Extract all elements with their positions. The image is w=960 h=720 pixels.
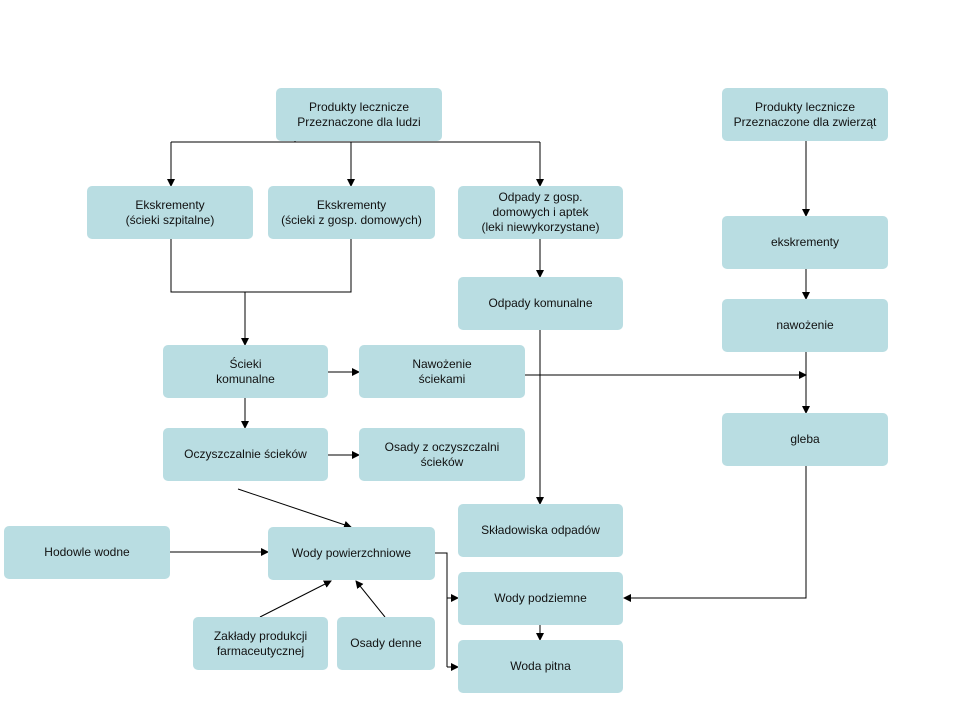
edge-wwtp-to-surface (237, 488, 352, 529)
node-animal-excrements-label: ekskrementy (770, 235, 840, 249)
node-pharma-plants-label: Zakłady produkcji farmaceutycznej (213, 628, 308, 658)
node-wwtp-label: Oczyszczalnie ścieków (184, 447, 307, 461)
node-surface-water: Wody powierzchniowe (268, 527, 435, 580)
edge-human-bus (171, 141, 540, 143)
node-surface-water-label: Wody powierzchniowe (291, 546, 412, 560)
node-excr-hospital: Ekskrementy (ścieki szpitalne) (87, 186, 253, 239)
node-wwtp-sludge-label: Osady z oczyszczalni ścieków (384, 439, 500, 469)
node-human-products: Produkty lecznicze Przeznaczone dla ludz… (276, 88, 442, 141)
node-soil: gleba (722, 413, 888, 466)
node-wwtp-sludge: Osady z oczyszczalni ścieków (359, 428, 525, 481)
node-excr-hospital-label: Ekskrementy (ścieki szpitalne) (125, 197, 215, 227)
node-sewage-fertilizing: Nawożenie ściekami (359, 345, 525, 398)
node-aquaculture-label: Hodowle wodne (44, 545, 130, 559)
edge-excr-hosp-down (170, 239, 352, 293)
node-bottom-sediments: Osady denne (337, 617, 435, 670)
edge-soil-to-ground (623, 466, 807, 602)
node-excr-household-label: Ekskrementy (ścieki z gosp. domowych) (281, 197, 422, 227)
node-animal-products-label: Produkty lecznicze Przeznaczone dla zwie… (733, 99, 877, 129)
node-drinking-water: Woda pitna (458, 640, 623, 693)
node-wwtp: Oczyszczalnie ścieków (163, 428, 328, 481)
node-human-products-label: Produkty lecznicze Przeznaczone dla ludz… (297, 99, 421, 129)
node-municipal-waste: Odpady komunalne (458, 277, 623, 330)
edge-surface-split (435, 552, 448, 667)
node-municipal-sewage: Ścieki komunalne (163, 345, 328, 398)
node-fertilizing: nawożenie (722, 299, 888, 352)
node-fertilizing-label: nawożenie (776, 318, 834, 332)
node-ground-water-label: Wody podziemne (494, 591, 587, 605)
node-animal-excrements: ekskrementy (722, 216, 888, 269)
node-pharma-plants: Zakłady produkcji farmaceutycznej (193, 617, 328, 670)
node-household-waste-label: Odpady z gosp. domowych i aptek (leki ni… (481, 190, 600, 234)
node-soil-label: gleba (790, 432, 820, 446)
node-animal-products: Produkty lecznicze Przeznaczone dla zwie… (722, 88, 888, 141)
node-excr-household: Ekskrementy (ścieki z gosp. domowych) (268, 186, 435, 239)
node-ground-water: Wody podziemne (458, 572, 623, 625)
edge-sediment-to-surface (355, 580, 386, 618)
node-bottom-sediments-label: Osady denne (350, 636, 422, 650)
node-aquaculture: Hodowle wodne (4, 526, 170, 579)
node-sewage-fertilizing-label: Nawożenie ściekami (412, 356, 472, 386)
node-municipal-waste-label: Odpady komunalne (488, 296, 593, 310)
node-landfill-label: Składowiska odpadów (481, 523, 600, 537)
node-landfill: Składowiska odpadów (458, 504, 623, 557)
node-drinking-water-label: Woda pitna (510, 659, 571, 673)
node-municipal-sewage-label: Ścieki komunalne (216, 356, 275, 386)
node-household-waste: Odpady z gosp. domowych i aptek (leki ni… (458, 186, 623, 239)
edge-pharma-to-surface (259, 580, 332, 618)
